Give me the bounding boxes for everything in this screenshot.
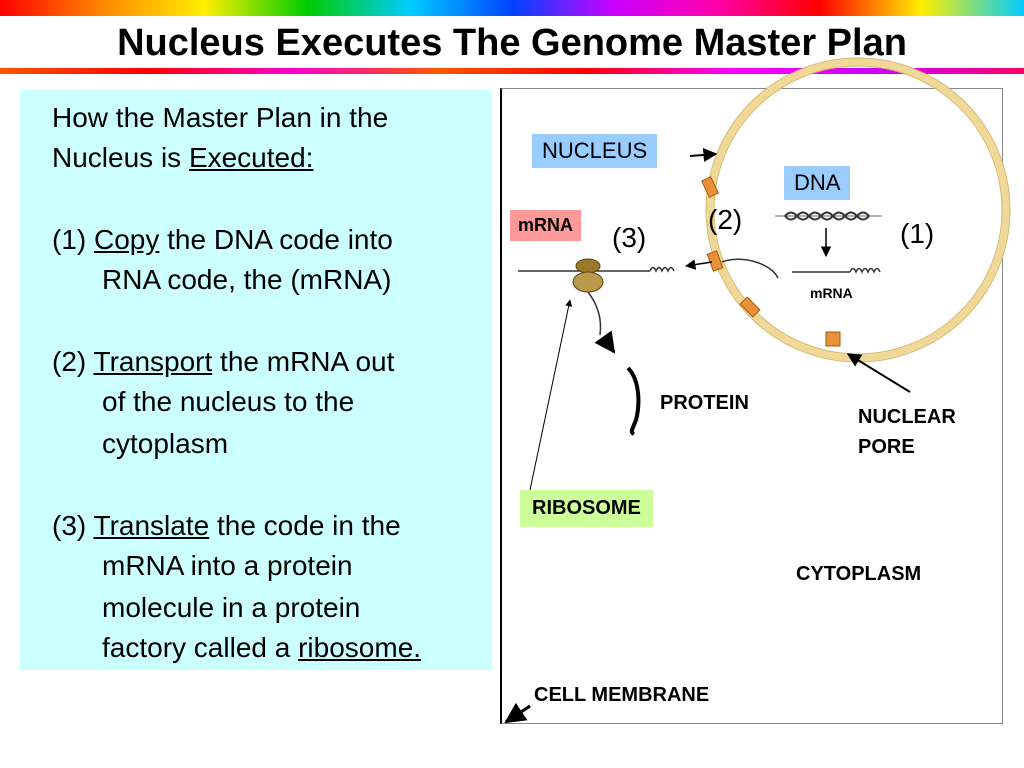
- intro-line-2-text: Nucleus is: [52, 142, 189, 173]
- ribosome-word: ribosome.: [298, 632, 422, 663]
- polypeptide-chain: [587, 291, 602, 336]
- nuclear-pore-label-line-1: NUCLEAR: [858, 406, 956, 428]
- protein-label: PROTEIN: [660, 392, 749, 414]
- step-3-line-1: (3) Translate the code in the: [52, 506, 401, 546]
- intro-line-1: How the Master Plan in the: [52, 102, 389, 133]
- dna-label: DNA: [784, 166, 851, 200]
- step-3-line-4: factory called a ribosome.: [102, 628, 421, 668]
- cytoplasm-label: CYTOPLASM: [796, 563, 922, 585]
- mrna-label: mRNA: [510, 210, 582, 241]
- step-1-marker: (1): [900, 218, 935, 249]
- cytoplasm-mrna-coil: [649, 266, 675, 273]
- intro-line-2: Nucleus is Executed:: [52, 138, 313, 178]
- polypeptide-arrow: [594, 330, 616, 354]
- inner-mrna-label: mRNA: [810, 285, 853, 301]
- step-3-line-2: mRNA into a protein: [102, 550, 353, 581]
- step-3-line-4-text: factory called a: [102, 632, 299, 663]
- nucleus-label: NUCLEUS: [532, 134, 658, 168]
- dna-helix: [784, 211, 870, 221]
- rainbow-top-bar: [0, 0, 1024, 16]
- step-1-text: the DNA code into: [159, 224, 393, 255]
- step-2-line-1: (2) Transport the mRNA out: [52, 342, 394, 382]
- nuclear-pore-lower-left: [739, 296, 761, 318]
- nuclear-pore-label-line-2: PORE: [858, 436, 915, 458]
- step-2-line-2: of the nucleus to the: [102, 386, 355, 417]
- translate-word: Translate: [93, 510, 210, 541]
- step-3-marker: (3): [612, 222, 647, 253]
- cell-diagram-frame: [500, 88, 1003, 724]
- nuclear-pore-pointer-arrow: [846, 353, 911, 393]
- nucleus-pointer-arrow: [689, 147, 718, 162]
- step-1-line-1: (1) Copy the DNA code into: [52, 220, 393, 260]
- ribosome-large-subunit: [572, 271, 604, 293]
- nuclear-pore-bottom: [825, 331, 841, 347]
- dna-helix-2: [784, 211, 870, 221]
- transport-path: [721, 258, 779, 279]
- step-2-line-3: cytoplasm: [102, 428, 229, 459]
- cell-membrane-label: CELL MEMBRANE: [534, 684, 710, 706]
- step-1-number: (1): [52, 224, 94, 255]
- step-2-text: the mRNA out: [212, 346, 395, 377]
- copy-word: Copy: [94, 224, 160, 255]
- inner-mrna-coil: [849, 267, 881, 274]
- title-underline-bar: [0, 68, 1024, 74]
- explanation-panel: How the Master Plan in the Nucleus is Ex…: [20, 90, 492, 670]
- transport-word: Transport: [93, 346, 213, 377]
- mrna-export-arrow: [684, 259, 713, 270]
- page-title: Nucleus Executes The Genome Master Plan: [117, 22, 907, 64]
- cell-membrane-pointer-arrow: [504, 702, 531, 724]
- step-2-number: (2): [52, 346, 94, 377]
- step-3-line-3: molecule in a protein: [102, 592, 361, 623]
- ribosome-small-subunit: [575, 258, 601, 274]
- step-3-text: the code in the: [209, 510, 401, 541]
- step-2-marker: (2): [708, 204, 743, 235]
- ribosome-label: RIBOSOME: [520, 490, 653, 527]
- protein-strand: [626, 366, 641, 436]
- nuclear-pore-top: [701, 176, 719, 198]
- step-1-line-2: RNA code, the (mRNA): [102, 264, 392, 295]
- executed-word: Executed:: [188, 142, 314, 173]
- step-3-number: (3): [52, 510, 94, 541]
- ribosome-pointer-arrow: [529, 299, 573, 491]
